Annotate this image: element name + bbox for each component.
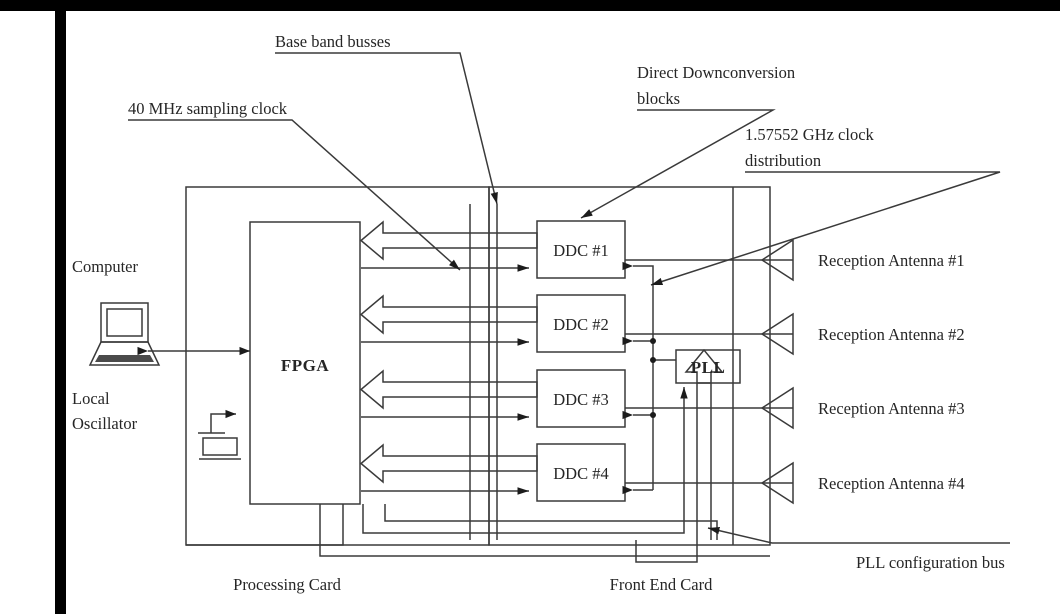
clock-dist-corner-1 xyxy=(649,265,654,268)
local-oscillator-icon xyxy=(198,432,241,460)
antenna-symbol-1 xyxy=(760,238,794,282)
leader-sampling-clock xyxy=(128,119,461,271)
label-fpga: FPGA xyxy=(281,356,329,375)
label-clock-distribution-line1: 1.57552 GHz clock xyxy=(745,125,875,144)
label-clock-distribution-line2: distribution xyxy=(745,151,821,170)
front-end-card-outline xyxy=(488,186,771,546)
antenna-symbol-3 xyxy=(760,386,794,430)
ddc-block-4 xyxy=(536,443,626,502)
label-processing-card: Processing Card xyxy=(233,575,341,594)
leader-downconversion xyxy=(580,109,776,219)
label-antenna-3: Reception Antenna #3 xyxy=(818,399,965,418)
fpga-bottom-bus-1 xyxy=(384,504,718,540)
leader-clock-distribution xyxy=(650,171,1001,286)
antenna-symbol-2 xyxy=(760,312,794,356)
label-local-oscillator-line2: Oscillator xyxy=(72,414,138,433)
label-pll: PLL xyxy=(691,358,726,377)
label-pll-config-bus: PLL configuration bus xyxy=(856,553,1005,572)
ddc-block-2 xyxy=(536,294,626,353)
fpga-bottom-bus-2 xyxy=(186,504,344,546)
label-ddc-2: DDC #2 xyxy=(553,315,608,334)
leader-pll-config-bus xyxy=(707,527,1010,544)
label-antenna-2: Reception Antenna #2 xyxy=(818,325,965,344)
computer-icon xyxy=(88,302,161,366)
label-downconversion-line2: blocks xyxy=(637,89,680,108)
label-antenna-4: Reception Antenna #4 xyxy=(818,474,965,493)
baseband-bus-arrow-1 xyxy=(359,220,538,261)
label-front-end-card: Front End Card xyxy=(610,575,713,594)
label-local-oscillator-line1: Local xyxy=(72,389,110,408)
pll-config-arrowhead xyxy=(684,348,724,384)
label-sampling-clock: 40 MHz sampling clock xyxy=(128,99,288,118)
label-downconversion-line1: Direct Downconversion xyxy=(637,63,795,82)
ddc-block-3 xyxy=(536,369,626,428)
baseband-bus-arrow-4 xyxy=(359,443,538,484)
label-ddc-4: DDC #4 xyxy=(553,464,608,483)
junction-dots xyxy=(650,338,656,418)
fpga-bottom-bus-3 xyxy=(319,504,770,557)
baseband-bus-arrow-2 xyxy=(359,294,538,335)
pll-reference-clock-route xyxy=(362,504,685,534)
local-oscillator-link xyxy=(210,409,236,433)
pll-config-bus-route xyxy=(635,540,698,563)
label-antenna-1: Reception Antenna #1 xyxy=(818,251,965,270)
baseband-bus-arrow-3 xyxy=(359,369,538,410)
label-base-band-busses: Base band busses xyxy=(275,32,390,51)
figure-border-top xyxy=(0,0,1060,11)
label-ddc-3: DDC #3 xyxy=(553,390,608,409)
pll-config-bus-stem xyxy=(696,383,712,540)
leader-base-band-busses xyxy=(275,52,498,205)
label-ddc-1: DDC #1 xyxy=(553,241,608,260)
figure-border-left xyxy=(55,0,66,614)
antenna-symbol-4 xyxy=(760,461,794,505)
fpga-block xyxy=(249,221,361,505)
label-computer: Computer xyxy=(72,257,138,276)
ddc-block-1 xyxy=(536,220,626,279)
